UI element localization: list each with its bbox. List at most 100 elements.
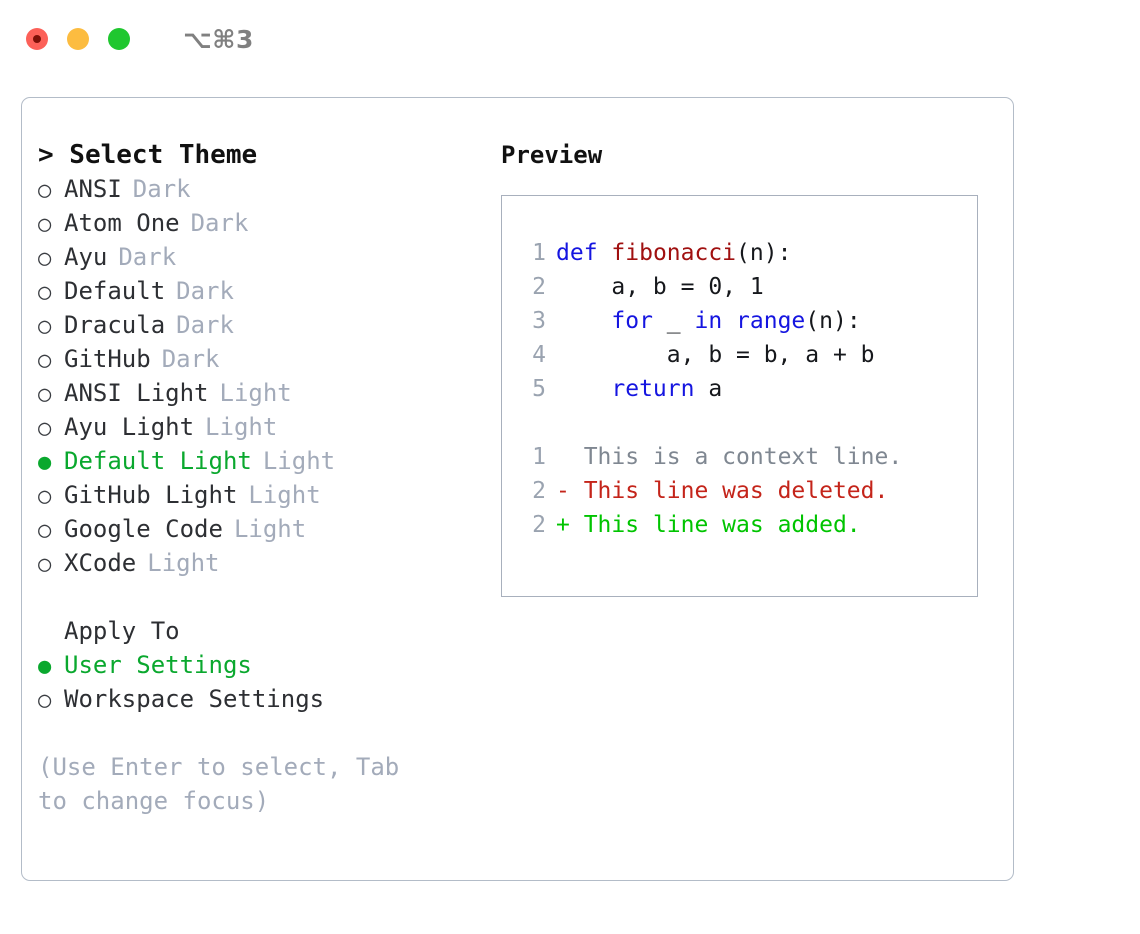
theme-mode-tag: Dark: [118, 243, 177, 271]
code-token-plain: _: [652, 308, 695, 334]
code-token-plain: a, b = 0, 1: [556, 274, 764, 300]
theme-mode-tag: Light: [147, 549, 220, 577]
code-line: 4 a, b = b, a + b: [518, 338, 977, 372]
theme-name-label: XCode: [64, 549, 137, 577]
diff-text-added: This line was added.: [583, 512, 861, 538]
theme-list-item[interactable]: ○ Ayu Dark: [38, 240, 498, 274]
diff-line-number: 2: [532, 478, 546, 504]
theme-mode-tag: Dark: [132, 175, 191, 203]
radio-selected-icon: ●: [38, 654, 52, 679]
code-line-number: 5: [532, 376, 546, 402]
code-token-plain: (n):: [736, 240, 792, 266]
code-token-plain: a, b = b, a + b: [556, 342, 875, 368]
theme-list-item[interactable]: ○ ANSI Dark: [38, 172, 498, 206]
code-line: 2 a, b = 0, 1: [518, 270, 977, 304]
code-line-number: 1: [532, 240, 546, 266]
radio-unselected-icon: ○: [38, 688, 52, 713]
theme-name-label: Ayu: [64, 243, 108, 271]
radio-unselected-icon: ○: [38, 382, 52, 407]
apply-to-section: Apply To ● User Settings ○ Workspace Settin…: [38, 614, 498, 716]
code-token-plain: [556, 304, 611, 338]
apply-to-option[interactable]: ○ Workspace Settings: [38, 682, 498, 716]
code-line-number: 3: [532, 308, 546, 334]
diff-line: 2 + This line was added.: [518, 508, 977, 542]
theme-name-label: GitHub Light: [64, 481, 238, 509]
radio-unselected-icon: ○: [38, 518, 52, 543]
theme-name-label: GitHub: [64, 345, 151, 373]
theme-list-heading: > Select Theme: [38, 140, 258, 170]
theme-name-label: Atom One: [64, 209, 180, 237]
minimize-window-button[interactable]: [67, 28, 89, 50]
code-token-fn: fibonacci: [611, 240, 737, 266]
close-window-button[interactable]: [26, 28, 48, 50]
code-token-kw: for: [611, 308, 653, 334]
code-token-kw: def: [556, 240, 598, 266]
radio-unselected-icon: ○: [38, 178, 52, 203]
code-token-plain: a: [694, 376, 723, 402]
maximize-window-button[interactable]: [108, 28, 130, 50]
radio-unselected-icon: ○: [38, 552, 52, 577]
apply-to-option[interactable]: ● User Settings: [38, 648, 498, 682]
radio-unselected-icon: ○: [38, 246, 52, 271]
apply-to-heading: Apply To: [64, 617, 180, 645]
preview-heading: Preview: [501, 141, 603, 169]
diff-marker-added: +: [556, 512, 584, 538]
theme-list-item[interactable]: ● Default Light Light: [38, 444, 498, 478]
radio-unselected-icon: ○: [38, 314, 52, 339]
radio-unselected-icon: ○: [38, 348, 52, 373]
radio-selected-icon: ●: [38, 450, 52, 475]
code-token-plain: (n):: [805, 308, 861, 334]
diff-text-context: This is a context line.: [583, 444, 903, 470]
window-titlebar: ⌥⌘3: [0, 0, 1140, 78]
diff-marker-removed: -: [556, 478, 584, 504]
code-line: 1 def fibonacci(n):: [518, 236, 977, 270]
theme-name-label: Ayu Light: [64, 413, 195, 441]
theme-mode-tag: Dark: [176, 311, 234, 339]
theme-list-item[interactable]: ○ Dracula Dark: [38, 308, 498, 342]
code-line-number: 4: [532, 342, 546, 368]
diff-sample: 1 This is a context line.2- This line wa…: [518, 440, 977, 542]
theme-list-item[interactable]: ○ GitHub Dark: [38, 342, 498, 376]
theme-name-label: Dracula: [64, 311, 166, 339]
diff-line-number: 2: [532, 512, 546, 538]
diff-marker-context: [556, 440, 584, 474]
code-token-kw: return: [611, 376, 695, 402]
keyboard-shortcut-label: ⌥⌘3: [183, 24, 254, 54]
theme-name-label: Default: [64, 277, 166, 305]
theme-mode-tag: Dark: [176, 277, 234, 305]
code-token-kw: in: [694, 308, 723, 334]
theme-list-item[interactable]: ○ XCode Light: [38, 546, 498, 580]
theme-mode-tag: Light: [233, 515, 307, 543]
theme-mode-tag: Dark: [161, 345, 220, 373]
theme-name-label: ANSI Light: [64, 379, 209, 407]
code-line: 3 for _ in range(n):: [518, 304, 977, 338]
code-token-kw: range: [736, 308, 806, 334]
theme-name-label: ANSI: [64, 175, 122, 203]
diff-line: 1 This is a context line.: [518, 440, 977, 474]
code-token-plain: [556, 372, 611, 406]
keyboard-hint-text: (Use Enter to select, Tab to change focu…: [38, 753, 400, 815]
theme-name-label: Default Light: [64, 447, 252, 475]
theme-mode-tag: Light: [262, 447, 336, 475]
code-token-plain: [722, 304, 736, 338]
traffic-lights: [26, 28, 130, 50]
code-token-plain: [598, 236, 612, 270]
code-line: 5 return a: [518, 372, 977, 406]
apply-to-option-label: Workspace Settings: [64, 685, 325, 713]
diff-line: 2- This line was deleted.: [518, 474, 977, 508]
apply-to-option-label: User Settings: [64, 651, 252, 679]
apply-to-list[interactable]: ● User Settings ○ Workspace Settings: [38, 648, 498, 716]
theme-mode-tag: Dark: [190, 209, 249, 237]
